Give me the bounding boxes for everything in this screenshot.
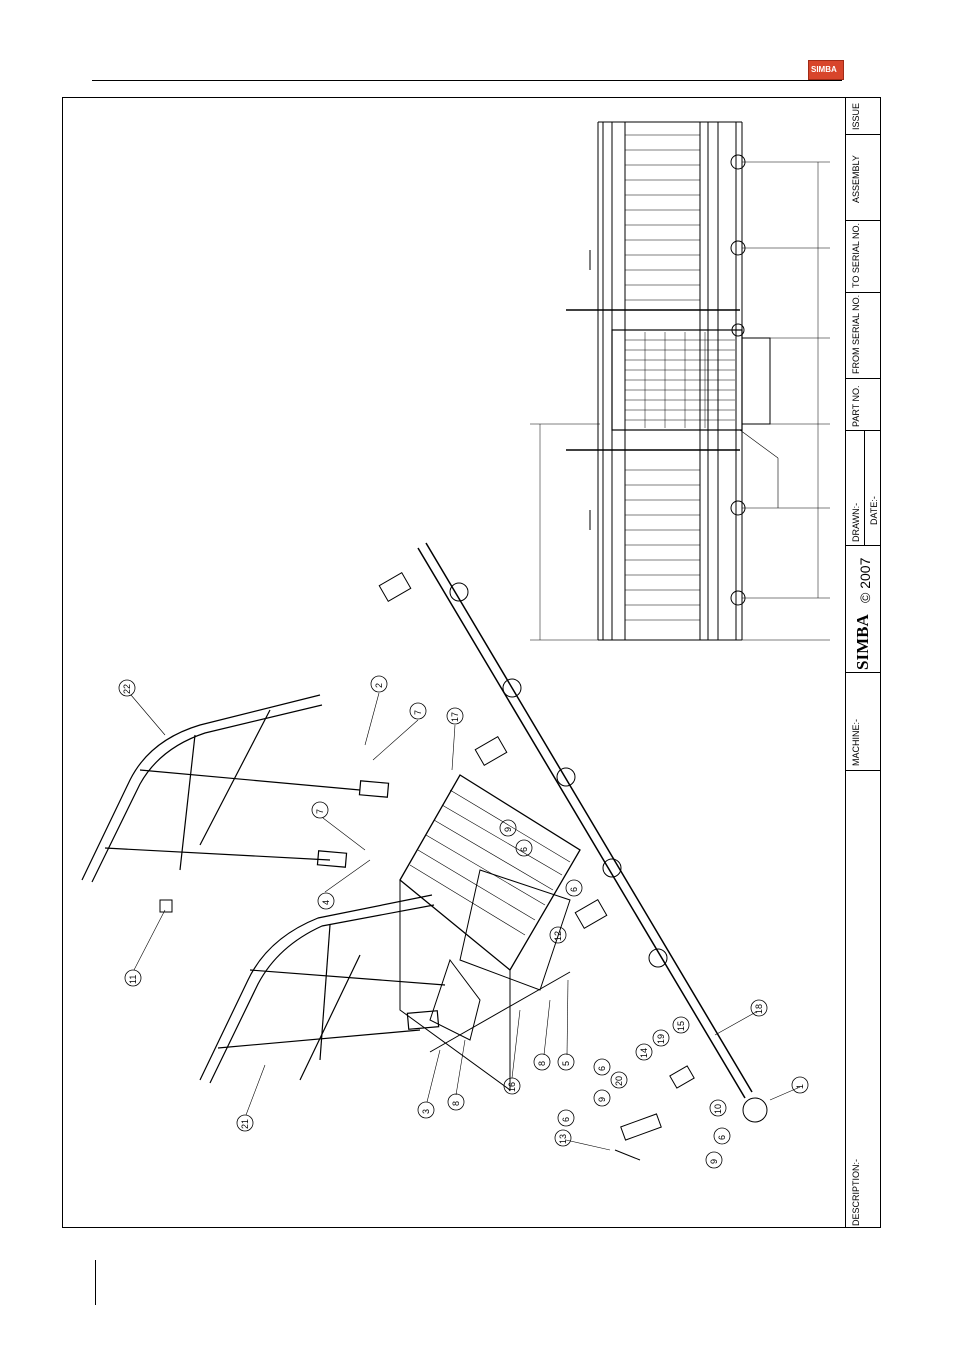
callout-9a: 9: [503, 827, 513, 832]
callout-7a: 7: [413, 710, 423, 715]
callout-6e: 6: [717, 1135, 727, 1140]
handrail-lower: [200, 895, 445, 1083]
callout-20: 20: [614, 1076, 624, 1086]
callout-10: 10: [713, 1104, 723, 1114]
callout-4: 4: [321, 900, 331, 905]
callout-9c: 9: [709, 1159, 719, 1164]
toolbar-beam: [379, 543, 767, 1122]
callout-17: 17: [450, 712, 460, 722]
callout-6b: 6: [569, 887, 579, 892]
callout-8b: 8: [451, 1101, 461, 1106]
callout-6c: 6: [597, 1066, 607, 1071]
callout-21: 21: [240, 1119, 250, 1129]
callout-6d: 6: [561, 1117, 571, 1122]
bracket-assembly: [430, 972, 694, 1160]
callout-6a: 6: [519, 847, 529, 852]
part-11: [160, 900, 172, 912]
plan-view: [530, 122, 830, 640]
callout-1: 1: [795, 1084, 805, 1089]
callout-8a: 8: [537, 1061, 547, 1066]
callout-9b: 9: [597, 1097, 607, 1102]
handrail-upper: [82, 695, 389, 882]
callout-7b: 7: [315, 809, 325, 814]
callout-11: 11: [128, 975, 138, 984]
callout-2: 2: [374, 683, 384, 688]
callout-19: 19: [656, 1034, 666, 1044]
leader-lines: [131, 693, 800, 1150]
callout-22: 22: [122, 684, 132, 694]
callout-12: 12: [553, 931, 563, 941]
callout-15: 15: [676, 1021, 686, 1031]
callout-13: 13: [558, 1134, 568, 1144]
callout-circles: [119, 676, 808, 1168]
callout-14: 14: [639, 1048, 649, 1058]
callout-5: 5: [561, 1061, 571, 1066]
callout-3: 3: [421, 1109, 431, 1114]
callout-16: 16: [507, 1082, 517, 1092]
callout-18: 18: [754, 1004, 764, 1014]
